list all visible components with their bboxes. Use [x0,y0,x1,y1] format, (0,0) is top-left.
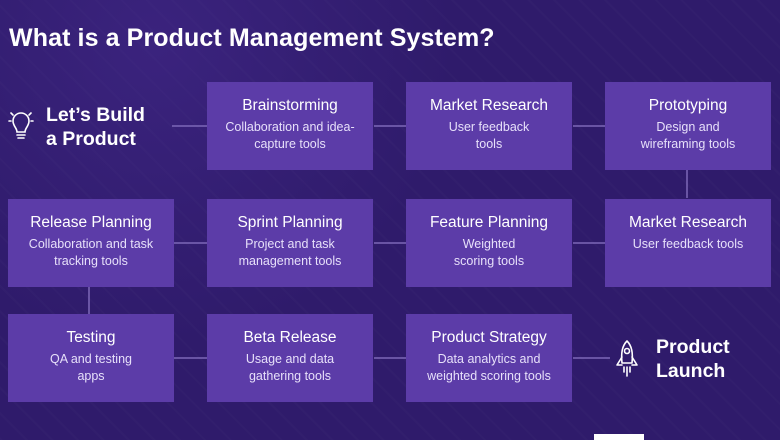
step-description: Usage and data gathering tools [245,352,335,383]
step-description: Collaboration and task tracking tools [28,237,154,268]
step-title: Prototyping [648,97,728,114]
step-description: Data analytics and weighted scoring tool… [427,352,551,383]
step-testing: Testing QA and testing apps [8,314,174,402]
step-release-planning: Release Planning Collaboration and task … [8,199,174,287]
step-description: QA and testing apps [49,352,132,383]
step-prototyping: Prototyping Design and wireframing tools [605,82,771,170]
step-description: Project and task management tools [238,237,342,268]
step-brainstorming: Brainstorming Collaboration and idea-cap… [207,82,373,170]
lightbulb-icon [8,112,34,139]
page-title: What is a Product Management System? [9,24,495,52]
rocket-icon [616,340,638,377]
step-title: Product Strategy [431,329,547,346]
step-title: Brainstorming [242,97,338,114]
step-beta-release: Beta Release Usage and data gathering to… [207,314,373,402]
step-title: Sprint Planning [237,214,343,231]
step-product-strategy: Product Strategy Data analytics and weig… [406,314,572,402]
end-node: Product Launch [614,335,746,383]
step-description: User feedback tools [632,237,744,251]
step-feature-planning: Feature Planning Weighted scoring tools [406,199,572,287]
step-market-research-1: Market Research User feedback tools [406,82,572,170]
step-description: User feedback tools [448,120,530,151]
step-description: Design and wireframing tools [640,120,736,151]
footer-tab [594,434,644,440]
step-title: Market Research [628,214,747,231]
step-title: Release Planning [30,214,152,231]
end-label: Product Launch [656,336,730,382]
step-sprint-planning: Sprint Planning Project and task managem… [207,199,373,287]
step-title: Market Research [429,97,548,114]
start-label: Let’s Build a Product [46,104,145,150]
step-description: Weighted scoring tools [453,237,525,268]
step-title: Testing [66,329,116,346]
step-market-research-2: Market Research User feedback tools [605,199,771,287]
step-description: Collaboration and idea-capture tools [225,120,355,151]
step-title: Beta Release [243,329,337,346]
step-title: Feature Planning [429,214,549,231]
start-node: Let’s Build a Product [8,103,156,151]
